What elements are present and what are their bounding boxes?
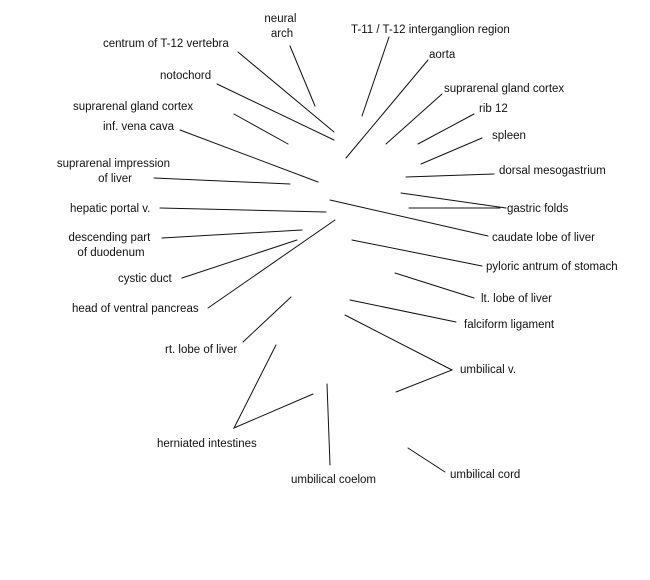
leader-ivc [179,129,319,183]
label-umbilical-v: umbilical v. [460,364,516,376]
label-duodenum: descending part of duodenum [68,232,153,259]
label-umbilical-cord: umbilical cord [450,469,520,481]
leader-lines [153,36,507,473]
leader-supra-cortex-left [385,93,443,145]
label-rt-lobe: rt. lobe of liver [165,344,237,356]
leader-hepatic-portal [159,207,327,213]
leader-centrum [237,51,335,133]
label-intergang: T-11 / T-12 interganglion region [351,24,510,36]
labels: neural arch centrum of T-12 vertebra T-1… [57,13,618,486]
label-spleen: spleen [492,130,526,142]
leader-caudate [329,199,489,237]
leader-intergang [361,36,390,117]
leader-pyloric [351,239,483,267]
label-dorsal-meso: dorsal mesogastrium [499,165,606,177]
label-hepatic-portal: hepatic portal v. [70,203,150,215]
label-gastric-folds: gastric folds [507,203,569,215]
label-ivc: inf. vena cava [103,121,175,133]
leader-falciform [349,299,457,323]
label-supra-cortex-left: suprarenal gland cortex [444,83,564,95]
label-supra-impression: suprarenal impression of liver [57,158,173,185]
leader-supra-impression [153,177,291,185]
label-umbilical-coelom: umbilical coelom [291,474,376,486]
leader-dorsal-meso [405,173,495,178]
label-supra-cortex-right: suprarenal gland cortex [73,101,193,113]
leader-gastric-folds-a [400,192,507,209]
leader-herniated [232,344,314,430]
leader-umbilical-coelom [326,383,331,466]
leader-lt-lobe [394,272,475,299]
label-cystic: cystic duct [118,273,172,285]
label-aorta: aorta [429,49,456,61]
label-pyloric: pyloric antrum of stomach [486,261,618,273]
label-herniated: herniated intestines [157,438,257,450]
leader-umbilical-cord [407,447,446,473]
leader-duodenum [161,229,303,239]
leader-ventral-pancreas [207,219,336,309]
label-notochord: notochord [160,70,211,82]
label-neural-arch: neural arch [264,13,299,40]
leader-neural-arch [289,45,316,107]
leader-notochord [216,83,335,141]
leader-cystic [181,239,298,279]
leader-spleen [420,137,483,165]
leader-supra-cortex-right [233,113,289,145]
label-ventral-pancreas: head of ventral pancreas [72,303,199,315]
leader-rib12 [417,113,475,145]
leader-rt-lobe [242,296,292,343]
leader-aorta [345,59,429,159]
leader-umbilical-v [344,314,454,393]
label-centrum: centrum of T-12 vertebra [103,38,229,50]
label-lt-lobe: lt. lobe of liver [481,293,552,305]
label-falciform: falciform ligament [464,319,555,331]
label-rib12: rib 12 [479,103,508,115]
label-caudate: caudate lobe of liver [492,232,595,244]
